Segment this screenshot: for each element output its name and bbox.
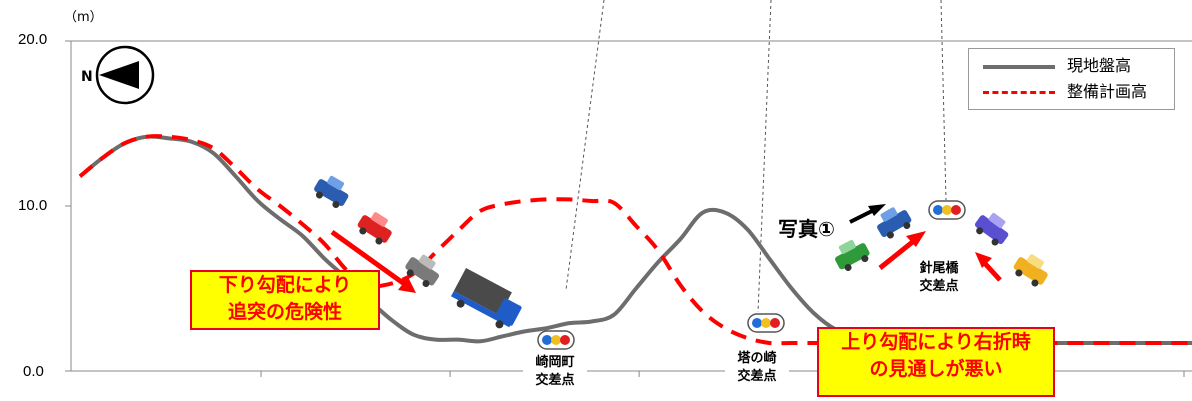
- photo-label: 写真①: [778, 217, 835, 241]
- intersection-label-hariohashi: 針尾橋 交差点: [907, 260, 971, 296]
- car-blue-2: [877, 207, 912, 239]
- vehicles: [314, 175, 1048, 329]
- intersection-a-line2: 交差点: [535, 373, 575, 388]
- signal-icon: [747, 313, 785, 333]
- series-line-plan: [78, 134, 1192, 346]
- car-red: [357, 212, 392, 245]
- traffic-signals: [537, 200, 966, 350]
- callout-right-line2: の見通しが悪い: [869, 358, 1003, 380]
- legend-label-plan: 整備計画高: [1067, 82, 1148, 101]
- car-gray: [405, 254, 440, 288]
- intersection-label-tonosaki: 塔の崎 交差点: [725, 350, 789, 386]
- signal-icon: [537, 330, 575, 350]
- y-tick-label-0: 0.0: [23, 363, 44, 380]
- intersection-a-line1: 崎岡町: [535, 355, 575, 370]
- legend-swatch-ground: [983, 65, 1055, 69]
- intersection-guide-line: [757, 0, 772, 313]
- slope-arrows: [330, 204, 1002, 293]
- callout-right-line1: 上り勾配により右折時: [841, 331, 1031, 353]
- north-label: N: [81, 69, 93, 85]
- legend-label-ground: 現地盤高: [1067, 56, 1132, 75]
- truck-blue: [450, 268, 522, 329]
- legend-item-plan: 整備計画高: [969, 80, 1174, 104]
- legend-swatch-plan: [983, 91, 1055, 94]
- callout-rear-end-risk: 下り勾配により 追突の危険性: [190, 270, 380, 330]
- car-yellow: [1013, 254, 1048, 287]
- down-slope-arrow: [330, 229, 412, 291]
- y-tick-label-10: 10.0: [18, 197, 48, 214]
- legend: 現地盤高 整備計画高: [968, 48, 1175, 110]
- y-tick-label-20: 20.0: [18, 31, 48, 48]
- callout-visibility: 上り勾配により右折時 の見通しが悪い: [817, 327, 1055, 397]
- callout-left-line2: 追突の危険性: [227, 301, 342, 323]
- intersection-c-line1: 針尾橋: [919, 261, 959, 276]
- intersection-label-sakiokamachi: 崎岡町 交差点: [523, 354, 587, 390]
- intersection-guide-line: [565, 0, 605, 291]
- photo-arrowhead: [868, 204, 886, 216]
- descent-arrowhead: [975, 252, 992, 268]
- y-unit-label: （m）: [64, 10, 103, 25]
- intersection-guides: [565, 0, 947, 313]
- signal-icon: [928, 200, 966, 220]
- down-slope-arrowhead: [398, 277, 416, 293]
- callout-left-line1: 下り勾配により: [218, 274, 352, 296]
- car-blue-1: [314, 175, 349, 208]
- intersection-b-line2: 交差点: [737, 369, 777, 384]
- header-decoration: [0, 0, 1192, 12]
- up-slope-arrowhead: [906, 231, 926, 247]
- intersection-c-line2: 交差点: [919, 279, 959, 294]
- north-arrow-icon: N: [81, 45, 155, 105]
- car-green: [835, 239, 870, 271]
- intersection-guide-line: [940, 0, 947, 201]
- legend-item-ground: 現地盤高: [969, 54, 1174, 78]
- intersection-b-line1: 塔の崎: [737, 351, 777, 366]
- car-purple: [974, 213, 1009, 246]
